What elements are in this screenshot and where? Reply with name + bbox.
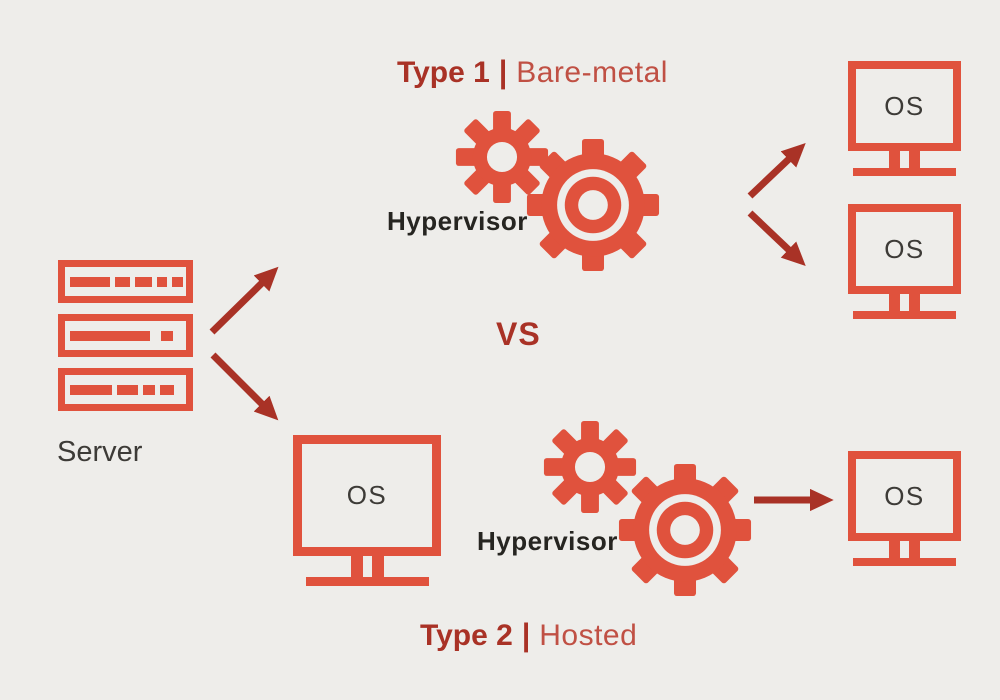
arrow-icon [747, 210, 806, 266]
arrow-icon [209, 266, 279, 335]
os-label: OS [884, 90, 925, 121]
arrow-icon [747, 143, 806, 199]
hypervisor-label-top: Hypervisor [387, 206, 528, 236]
type1-variant: Bare-metal [516, 56, 668, 89]
os-label: OS [884, 233, 925, 264]
server-unit [58, 314, 193, 357]
monitor-icon: OS [293, 435, 441, 586]
monitor-icon: OS [848, 61, 961, 176]
type2-variant: Hosted [539, 619, 638, 652]
monitor-stand [889, 294, 920, 311]
type1-label: Type 1 [397, 56, 490, 89]
monitor-screen: OS [293, 435, 441, 556]
type2-label: Type 2 [420, 619, 513, 652]
os-label: OS [884, 480, 925, 511]
os-label: OS [346, 480, 388, 510]
server-unit [58, 368, 193, 411]
gear-icon [543, 420, 637, 514]
type1-separator: | [498, 55, 508, 90]
monitor-icon: OS [848, 451, 961, 566]
type1-title: Type 1 | Bare-metal [397, 55, 668, 90]
monitor-icon: OS [848, 204, 961, 319]
monitor-screen: OS [848, 61, 961, 151]
arrow-icon [210, 352, 279, 421]
server-unit [58, 260, 193, 303]
vs-label: VS [496, 316, 541, 352]
monitor-base [853, 558, 956, 566]
arrow-icon [754, 488, 834, 512]
server-rack-icon [58, 260, 193, 411]
hypervisor-label-bottom: Hypervisor [477, 526, 618, 556]
monitor-screen: OS [848, 204, 961, 294]
monitor-stand [889, 541, 920, 558]
monitor-base [305, 577, 429, 586]
type2-separator: | [521, 618, 531, 653]
server-label: Server [57, 436, 143, 468]
gear-icon [455, 110, 549, 204]
monitor-screen: OS [848, 451, 961, 541]
monitor-stand [889, 151, 920, 168]
monitor-stand [350, 556, 384, 577]
gear-icon [618, 463, 752, 597]
gear-icon [526, 138, 660, 272]
type2-title: Type 2 | Hosted [420, 618, 638, 653]
monitor-base [853, 311, 956, 319]
monitor-base [853, 168, 956, 176]
